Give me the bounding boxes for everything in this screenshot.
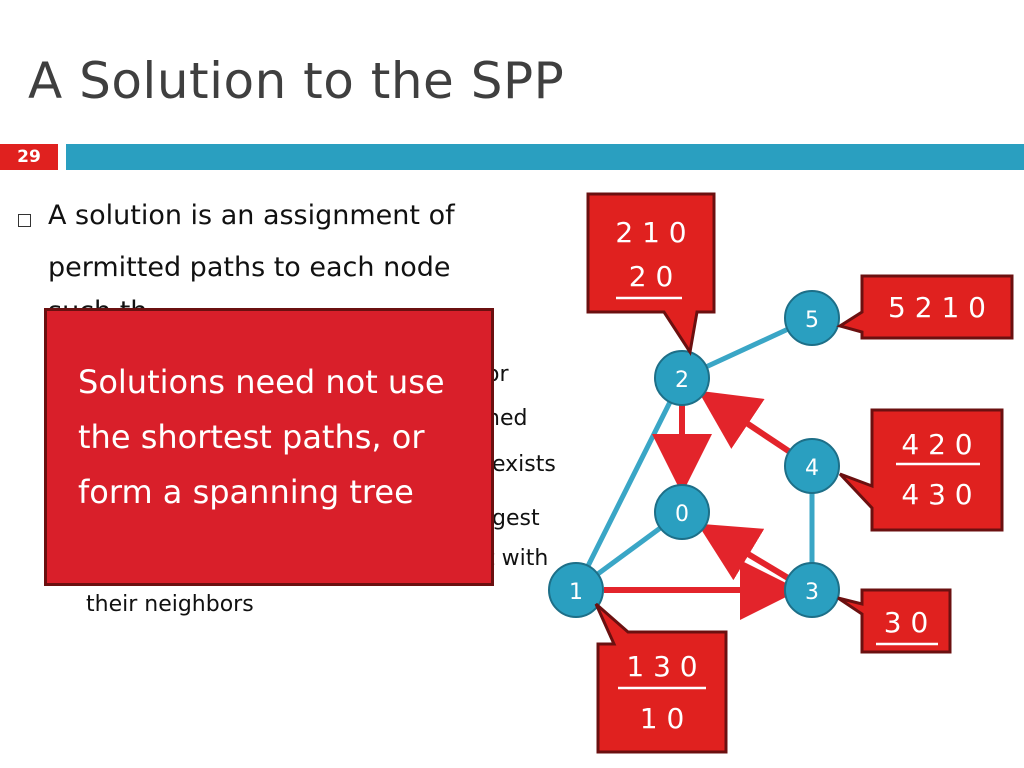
bullet-line-1: A solution is an assignment of: [48, 200, 455, 231]
callout-1-line-2: 1 0: [640, 702, 685, 735]
node-0-label: 0: [675, 502, 689, 527]
overlay-text: Solutions need not use the shortest path…: [78, 363, 445, 511]
node-3-label: 3: [805, 580, 819, 605]
node-2-label: 2: [675, 368, 689, 393]
callout-node-1: 1 3 0 1 0: [594, 602, 728, 754]
callout-2-line-1: 2 1 0: [615, 216, 686, 249]
bullet-marker: [18, 214, 31, 227]
callout-2-line-2: 2 0: [629, 260, 674, 293]
node-2: 2: [654, 350, 710, 406]
arrow-4-to-2: [698, 390, 792, 455]
header-bar: [66, 144, 1024, 170]
callout-1-line-1: 1 3 0: [626, 650, 697, 683]
overlay-callout-box: Solutions need not use the shortest path…: [44, 308, 494, 586]
text-fragment-4: gest: [492, 506, 540, 531]
node-0: 0: [654, 484, 710, 540]
callout-node-4: 4 2 0 4 3 0: [838, 408, 1004, 532]
callout-node-3: 3 0: [837, 588, 952, 654]
node-1: 1: [548, 562, 604, 618]
text-fragment-5: t with: [486, 546, 549, 571]
node-5-label: 5: [805, 308, 819, 333]
node-4-label: 4: [805, 456, 819, 481]
callout-5-line-1: 5 2 1 0: [888, 291, 986, 324]
sub-bullet-last: their neighbors: [86, 592, 254, 617]
callout-4-line-1: 4 2 0: [901, 428, 972, 461]
edge-2-1: [573, 376, 685, 592]
bullet-line-2: permitted paths to each node: [48, 252, 451, 283]
page-title: A Solution to the SPP: [28, 52, 565, 110]
arrow-3-to-0: [697, 523, 790, 581]
callout-node-2: 2 1 0 2 0: [586, 192, 716, 357]
callout-3-line-1: 3 0: [884, 606, 929, 639]
node-5: 5: [784, 290, 840, 346]
node-1-label: 1: [569, 580, 583, 605]
slide-number: 29: [0, 144, 58, 170]
callout-4-line-2: 4 3 0: [901, 478, 972, 511]
callout-node-5: 5 2 1 0: [836, 274, 1014, 340]
node-4: 4: [784, 438, 840, 494]
text-fragment-3: exists: [492, 452, 556, 477]
node-3: 3: [784, 562, 840, 618]
